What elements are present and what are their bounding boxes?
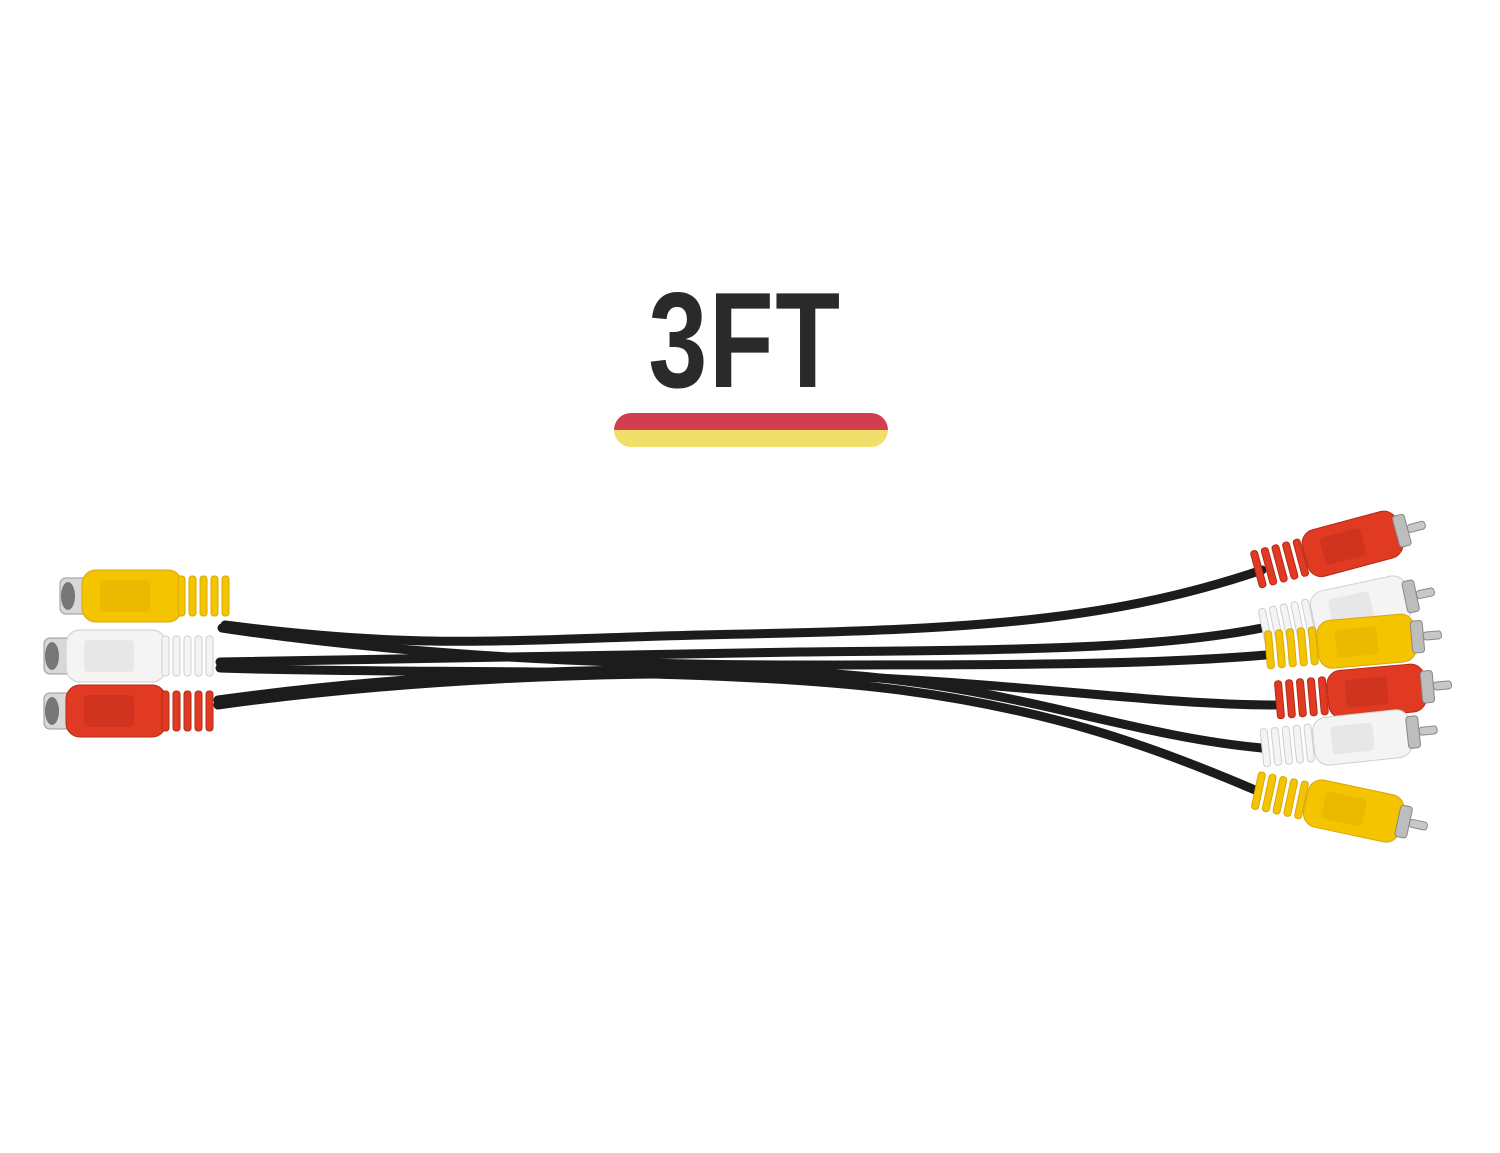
cable-1 xyxy=(215,623,1267,667)
white-female-jack xyxy=(43,629,214,683)
red-male-plug xyxy=(1250,510,1426,589)
color-stripe-bar xyxy=(614,413,888,447)
yellow-male-plug xyxy=(1251,771,1428,843)
cable-0 xyxy=(220,565,1267,646)
bar-red-stripe xyxy=(614,413,888,430)
white-male-plug xyxy=(1259,709,1438,768)
cable-2 xyxy=(217,623,1271,670)
cable-4 xyxy=(213,665,1267,753)
yellow-male-plug xyxy=(1264,613,1442,670)
bar-yellow-stripe xyxy=(614,430,888,447)
cable-length-label: 3FT xyxy=(648,264,842,416)
yellow-female-jack xyxy=(59,569,230,623)
red-male-plug xyxy=(1274,663,1452,720)
cable-5 xyxy=(215,663,1260,795)
red-female-jack xyxy=(43,684,214,738)
